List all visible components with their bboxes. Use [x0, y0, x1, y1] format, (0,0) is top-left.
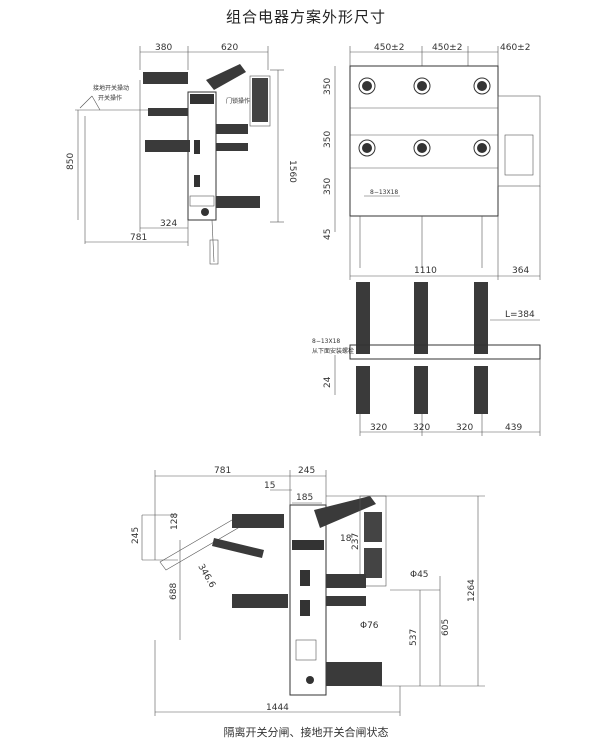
dim-phi76: Φ76 [360, 621, 379, 631]
figure-caption: 隔离开关分闸、接地开关合闸状态 [223, 726, 389, 739]
insulator [326, 596, 366, 606]
dim-1264: 1264 [467, 579, 477, 602]
insulator [356, 366, 370, 414]
insulator [474, 282, 488, 354]
insulator [145, 140, 190, 152]
side-view: 380 620 接地开关操动 开关操作 850 1560 门锁操作 [66, 43, 297, 265]
insulator [216, 196, 260, 208]
plan-view: 8−13X18 从下面安装螺栓 24 L=384 320 320 320 439 [312, 282, 541, 436]
dim-24: 24 [323, 376, 333, 388]
page-title: 组合电器方案外形尺寸 [225, 8, 386, 26]
dim-245b: 245 [131, 527, 141, 544]
dim-450b: 450±2 [432, 43, 462, 53]
front-view: 450±2 450±2 460±2 8−13X18 350 350 350 45… [323, 43, 541, 280]
dim-324: 324 [160, 219, 177, 229]
note-earthing-operation: 接地开关操动 [93, 84, 129, 92]
insulator [414, 282, 428, 354]
insulator [326, 662, 382, 686]
dim-350a: 350 [323, 78, 333, 95]
dim-350c: 350 [323, 178, 333, 195]
dim-l384: L=384 [505, 310, 535, 320]
insulator [206, 64, 246, 90]
dim-128: 128 [170, 513, 180, 530]
dim-18: 18 [340, 534, 352, 544]
dim-237: 237 [351, 533, 361, 550]
hole-spec: 8−13X18 [370, 189, 398, 196]
insulator [216, 124, 248, 134]
plan-hole-spec: 8−13X18 [312, 338, 340, 345]
dim-320b: 320 [413, 423, 430, 433]
insulator [474, 366, 488, 414]
dim-346: 346.6 [195, 563, 217, 591]
dim-620: 620 [221, 43, 238, 53]
dim-350b: 350 [323, 131, 333, 148]
dim-850: 850 [66, 153, 76, 170]
dim-781b: 781 [214, 466, 231, 476]
dim-320a: 320 [370, 423, 387, 433]
dim-380: 380 [155, 43, 172, 53]
dim-605: 605 [441, 619, 451, 636]
insulator [314, 496, 376, 528]
dim-460: 460±2 [500, 43, 530, 53]
dim-439: 439 [505, 423, 522, 433]
dim-15: 15 [264, 481, 275, 491]
dim-45: 45 [323, 229, 333, 240]
dim-781: 781 [130, 233, 147, 243]
dim-1444: 1444 [266, 703, 289, 713]
open-view: 781 245 15 185 245 128 688 346.6 237 18 [131, 466, 485, 716]
insulator [216, 143, 248, 151]
insulator [143, 72, 188, 84]
insulator [212, 538, 264, 558]
dim-364: 364 [512, 266, 529, 276]
insulator [148, 108, 188, 116]
insulator [232, 514, 284, 528]
note-switch-operation: 开关操作 [98, 94, 122, 102]
note-door-lock: 门锁操作 [226, 97, 250, 105]
dim-245: 245 [298, 466, 315, 476]
insulator [356, 282, 370, 354]
dim-450a: 450±2 [374, 43, 404, 53]
insulator [326, 574, 366, 588]
dim-1560: 1560 [287, 160, 297, 183]
plan-hole-note: 从下面安装螺栓 [312, 347, 354, 355]
dim-185: 185 [296, 493, 313, 503]
insulator [232, 594, 288, 608]
insulator [414, 366, 428, 414]
dim-phi45: Φ45 [410, 570, 429, 580]
dim-688: 688 [169, 583, 179, 600]
dim-1110: 1110 [414, 266, 437, 276]
dim-537: 537 [409, 629, 419, 646]
dim-320c: 320 [456, 423, 473, 433]
